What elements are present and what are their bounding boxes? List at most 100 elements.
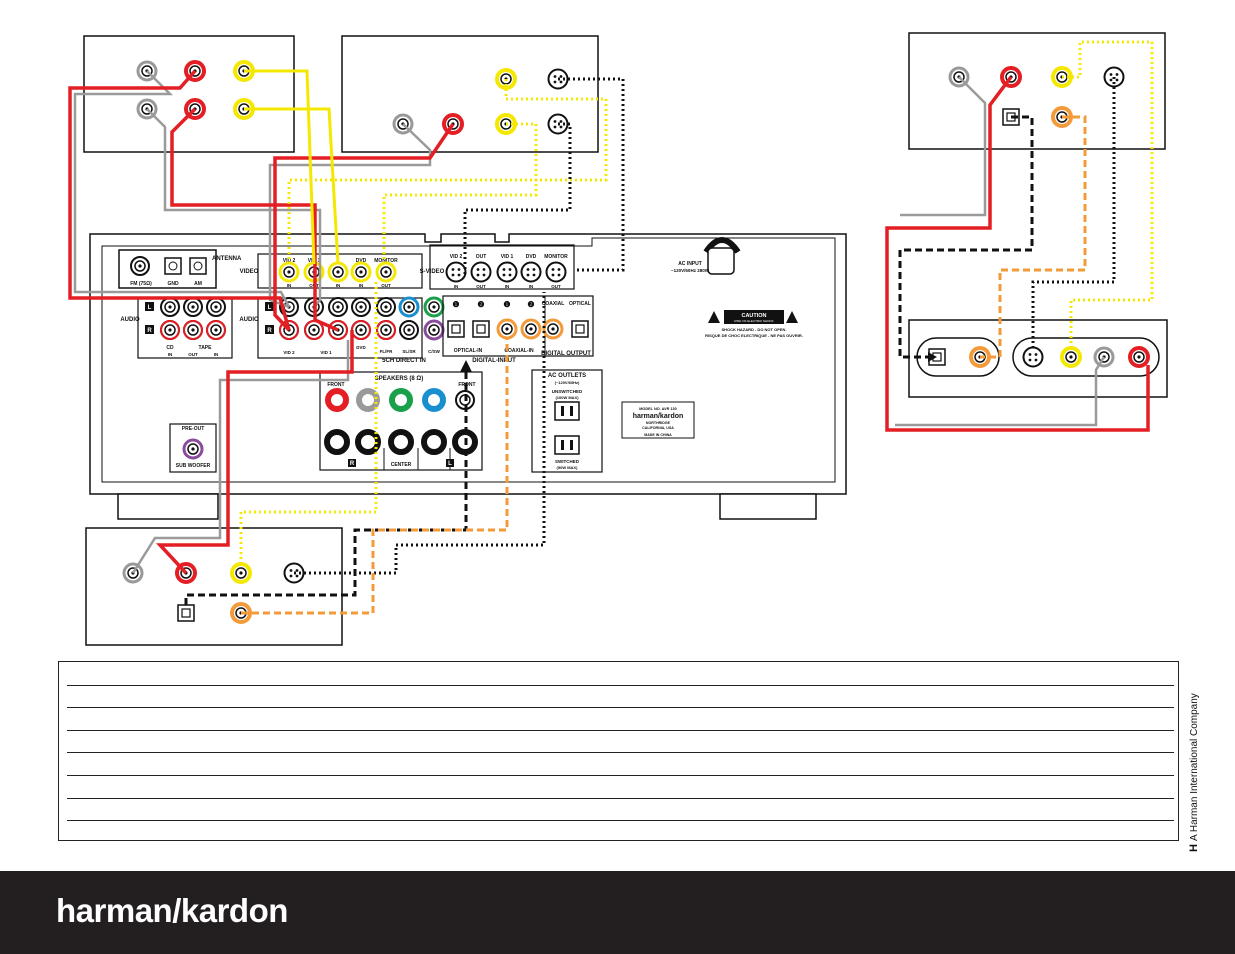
brand-logo: harman/kardon [56, 892, 288, 929]
digital-input-label: DIGITAL-INPUT [472, 358, 516, 364]
coaxial-out-label: COAXIAL [542, 301, 565, 307]
ac-input-label: AC INPUT [678, 261, 702, 267]
optical-in-label: OPTICAL-IN [454, 348, 483, 354]
antenna-label: ANTENNA [212, 256, 242, 262]
connection-diagram: ANTENNA FM (75Ω) GND AM AUDIO L R CD TAP… [68, 32, 1168, 646]
svg-text:L: L [268, 305, 272, 311]
video-label: VIDEO [240, 269, 259, 275]
svg-text:(~120V/60Hz): (~120V/60Hz) [555, 380, 580, 385]
company-line: A Harman International Company [1189, 693, 1200, 842]
pre-out: PRE-OUT SUB WOOFER [169, 423, 217, 473]
notes-box [58, 661, 1179, 841]
svg-text:DVD: DVD [526, 254, 537, 260]
sub-woofer-label: SUB WOOFER [176, 463, 211, 469]
svg-text:R: R [267, 328, 272, 334]
svg-text:IN: IN [359, 283, 364, 288]
fl-fr-label: FL/FR [380, 349, 393, 354]
audio-label-right: AUDIO [239, 317, 259, 323]
svg-text:DVD: DVD [356, 258, 367, 264]
r-badge: R [147, 328, 152, 334]
svg-text:MONITOR: MONITOR [544, 254, 568, 260]
svg-text:(100W MAX): (100W MAX) [555, 395, 579, 400]
front-label-r: FRONT [327, 382, 344, 388]
coaxial-in-label: COAXIAL-IN [504, 348, 534, 354]
note-line [67, 729, 1174, 731]
digital-output-label: DIGITAL OUTPUT [541, 351, 591, 357]
sch-direct-in-label: 5CH DIRECT IN [382, 358, 426, 364]
harman-mark-icon: H [1188, 844, 1200, 852]
sat-device [85, 527, 343, 646]
svg-text:IN: IN [214, 352, 219, 357]
caution-label-group: CAUTION RISK OF ELECTRIC SHOCK SHOCK HAZ… [705, 310, 803, 338]
antenna-section: ANTENNA FM (75Ω) GND AM [118, 249, 242, 289]
svg-text:RISK OF ELECTRIC SHOCK: RISK OF ELECTRIC SHOCK [734, 319, 773, 323]
svg-text:OUT: OUT [551, 284, 561, 289]
unswitched-label: UNSWITCHED [552, 389, 583, 394]
svg-text:MODEL NO. AVR 130: MODEL NO. AVR 130 [639, 407, 677, 411]
receiver-rear-panel: ANTENNA FM (75Ω) GND AM AUDIO L R CD TAP… [89, 233, 847, 520]
svg-text:OUT: OUT [476, 284, 486, 289]
note-line [67, 820, 1174, 822]
svg-text:VID 2: VID 2 [450, 254, 463, 260]
s-video-label: S-VIDEO [420, 269, 445, 275]
am-label: AM [194, 281, 202, 287]
fm-label: FM (75Ω) [130, 281, 152, 287]
note-line [67, 797, 1174, 799]
svg-text:❶: ❶ [452, 300, 459, 309]
svg-text:IN: IN [287, 283, 292, 288]
svg-text:(50W MAX): (50W MAX) [557, 465, 579, 470]
svg-text:L: L [448, 461, 452, 467]
svg-text:OUT: OUT [188, 352, 198, 357]
cables [68, 40, 1154, 615]
footer-bar: harman/kardon [0, 871, 1235, 954]
svg-text:harman/kardon: harman/kardon [633, 413, 684, 420]
shock-line-1: SHOCK HAZARD - DO NOT OPEN. [721, 327, 786, 332]
svg-text:❷: ❷ [477, 300, 484, 309]
svg-text:IN: IN [168, 352, 173, 357]
svg-text:DVD: DVD [356, 345, 366, 350]
center-label: CENTER [391, 462, 412, 468]
ac-input-spec: ~120V/60Hz 280W [671, 268, 710, 273]
svg-text:❶: ❶ [503, 300, 510, 309]
caution-label: CAUTION [741, 313, 766, 319]
note-line [67, 752, 1174, 754]
note-line [67, 775, 1174, 776]
svg-text:VID 1: VID 1 [501, 254, 514, 260]
pre-out-label: PRE-OUT [182, 426, 205, 432]
svg-text:❷: ❷ [527, 300, 534, 309]
model-badge: MODEL NO. AVR 130 harman/kardon NORTHRID… [621, 401, 695, 439]
svg-text:IN: IN [454, 284, 459, 289]
s-video-inputs: S-VIDEO VID 2 OUT VID 1 DVD MONITOR IN O… [420, 244, 575, 290]
svg-text:NORTHRIDGE: NORTHRIDGE [646, 421, 671, 425]
tv-device [908, 319, 1168, 398]
vcr-device [908, 32, 1166, 150]
cd-label: CD [166, 345, 174, 351]
optical-out-label: OPTICAL [569, 301, 591, 307]
svg-text:OUT: OUT [381, 283, 391, 288]
svg-text:VID 2: VID 2 [283, 350, 295, 355]
svg-text:OUT: OUT [476, 254, 487, 260]
c-sw-label: C/SW [428, 349, 441, 354]
cd-tape-jacks [136, 60, 255, 120]
cd-tape-inputs: AUDIO L R CD TAPE IN OUT IN [120, 297, 233, 359]
note-line [67, 707, 1174, 709]
svg-text:CALIFORNIA, USA: CALIFORNIA, USA [642, 426, 674, 430]
dvd-device [341, 35, 599, 153]
svg-text:MADE IN CHINA: MADE IN CHINA [644, 433, 672, 437]
svg-text:IN: IN [505, 284, 510, 289]
note-line [67, 684, 1174, 686]
l-badge: L [148, 305, 152, 311]
ac-outlets: AC OUTLETS (~120V/60Hz) UNSWITCHED (100W… [531, 369, 603, 473]
svg-text:MONITOR: MONITOR [374, 258, 398, 264]
svg-text:R: R [350, 461, 355, 467]
svg-text:IN: IN [336, 283, 341, 288]
audio-label-left: AUDIO [120, 317, 140, 323]
switched-label: SWITCHED [555, 459, 580, 464]
speakers-label: SPEAKERS (8 Ω) [375, 376, 424, 382]
svg-text:VID 1: VID 1 [320, 350, 332, 355]
sl-sr-label: SL/SR [402, 349, 416, 354]
svg-text:VID 2: VID 2 [283, 258, 296, 264]
audio-inputs: AUDIO L R VID 2 VID 1 DVD FL/FR SL/SR C/… [239, 296, 445, 364]
company-mark: H A Harman International Company [1188, 693, 1208, 872]
shock-line-2: RISQUE DE CHOC ELECTRIQUE - NE PAS OUVRI… [705, 333, 803, 338]
